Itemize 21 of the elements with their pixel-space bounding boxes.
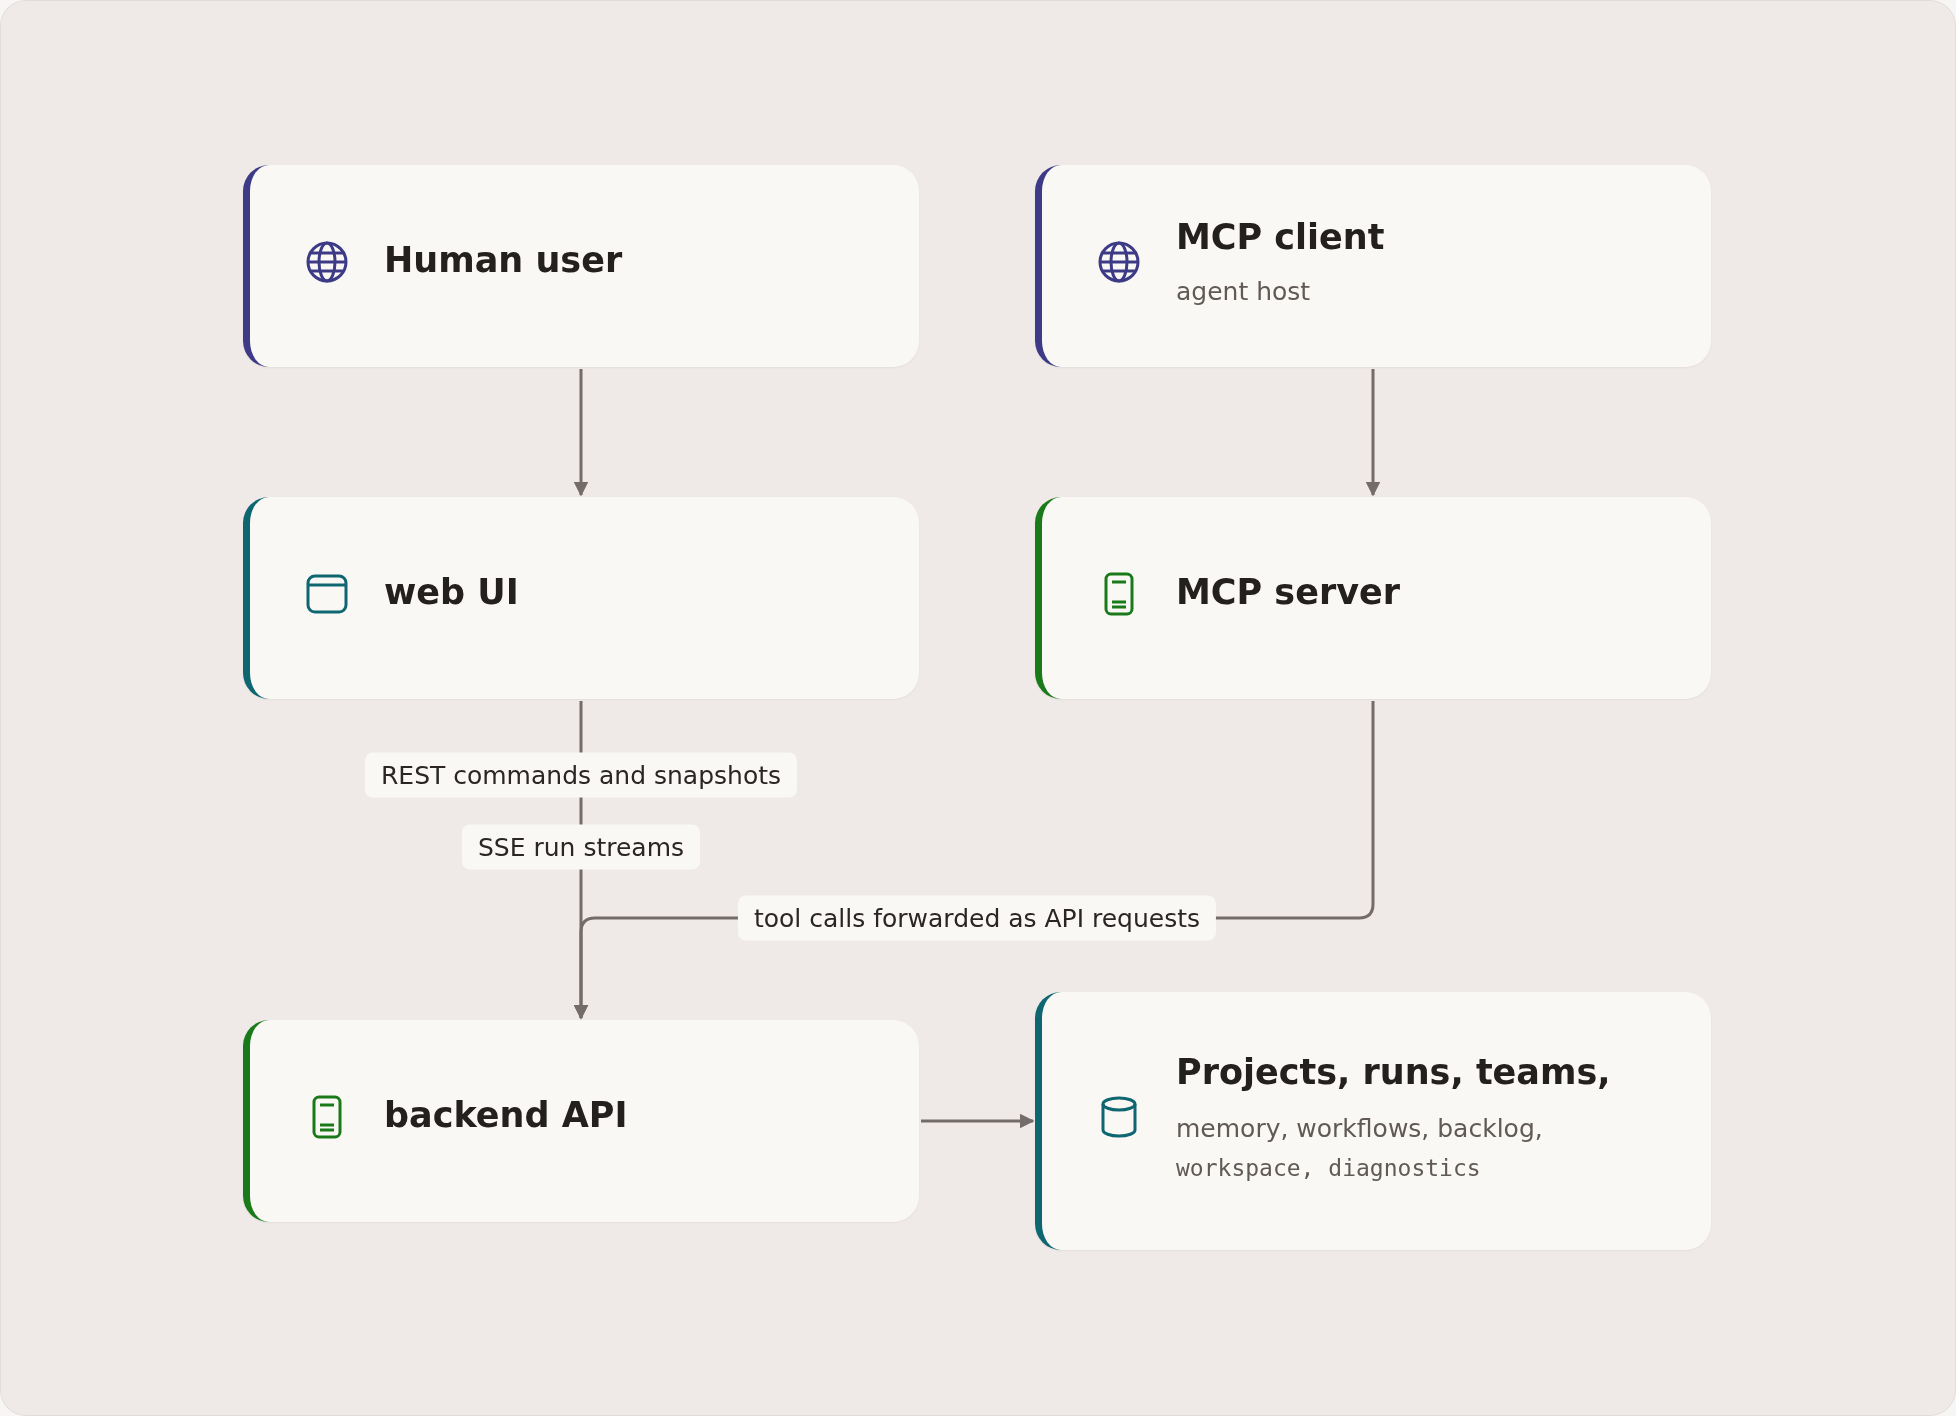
arrow bbox=[1365, 369, 1381, 497]
node-subtitle: agent host bbox=[1176, 277, 1311, 306]
node-subtitle: workspace, diagnostics bbox=[1176, 1155, 1481, 1181]
node-title: MCP server bbox=[1176, 572, 1400, 612]
node-title: Human user bbox=[384, 240, 623, 280]
stream-label: SSE run streams bbox=[462, 824, 700, 870]
node-card bbox=[243, 165, 919, 367]
node-card bbox=[1035, 992, 1711, 1250]
node-title: Projects, runs, teams, bbox=[1176, 1052, 1611, 1092]
edge-label: tool calls forwarded as API requests bbox=[737, 895, 1217, 941]
node-card bbox=[1035, 497, 1711, 699]
node-title: web UI bbox=[384, 572, 519, 612]
node-title: MCP client bbox=[1176, 217, 1385, 257]
node-title: backend API bbox=[384, 1095, 628, 1135]
node-card bbox=[1035, 165, 1711, 367]
edge-label: REST commands and snapshots bbox=[365, 752, 797, 798]
arrow bbox=[921, 1113, 1035, 1129]
node-card bbox=[243, 1020, 919, 1222]
node-card bbox=[243, 497, 919, 699]
node-subtitle: memory, workflows, backlog, bbox=[1176, 1114, 1543, 1143]
arrow bbox=[573, 369, 589, 497]
